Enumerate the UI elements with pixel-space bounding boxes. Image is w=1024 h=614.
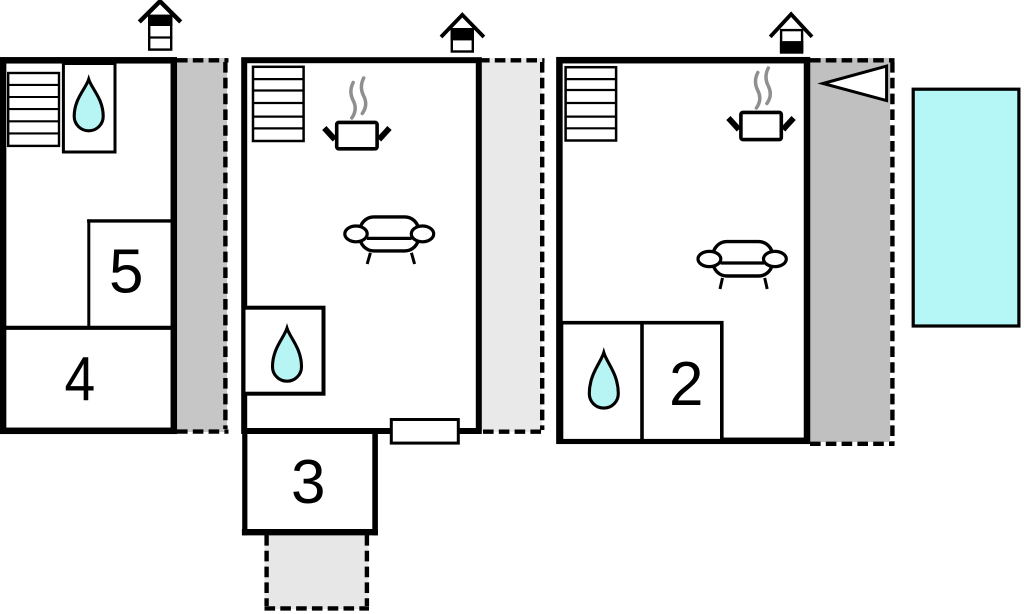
svg-text:3: 3 — [291, 448, 325, 517]
svg-text:5: 5 — [109, 238, 143, 307]
svg-text:2: 2 — [669, 350, 703, 419]
svg-text:4: 4 — [64, 345, 95, 414]
